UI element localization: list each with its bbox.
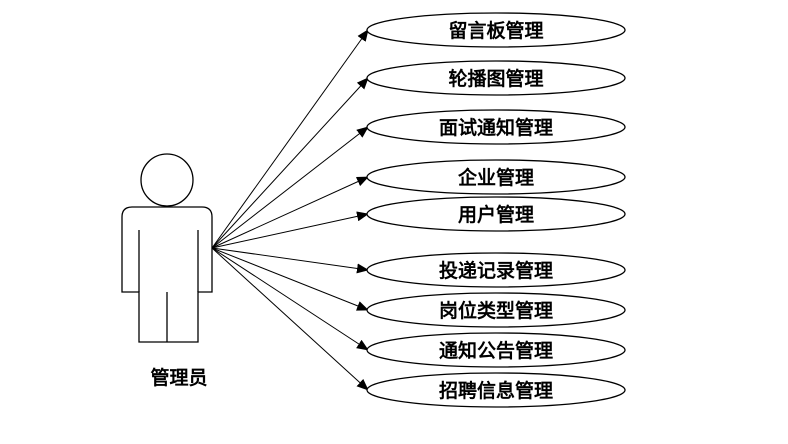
use-case: 面试通知管理: [366, 109, 626, 145]
association-arrow: [211, 126, 369, 249]
actor-head: [140, 153, 194, 207]
use-case-label: 用户管理: [458, 203, 534, 226]
use-case-label: 岗位类型管理: [439, 299, 553, 322]
association-arrow: [211, 247, 369, 274]
use-case: 用户管理: [366, 196, 626, 232]
use-case: 投递记录管理: [366, 252, 626, 288]
use-case-label: 招聘信息管理: [439, 379, 553, 402]
actor-body: [121, 206, 213, 343]
association-arrow: [211, 29, 369, 249]
use-case: 留言板管理: [366, 12, 626, 48]
use-case-label: 留言板管理: [448, 19, 543, 42]
use-case: 招聘信息管理: [366, 372, 626, 408]
use-case-label: 通知公告管理: [439, 339, 553, 362]
actor-label: 管理员: [150, 366, 207, 389]
use-case-label: 投递记录管理: [439, 259, 553, 282]
use-case-label: 轮播图管理: [448, 67, 543, 90]
use-case: 岗位类型管理: [366, 292, 626, 328]
associations: [211, 29, 369, 391]
actor-figure: [121, 153, 213, 343]
use-case-label: 面试通知管理: [439, 116, 553, 139]
association-arrow: [211, 247, 369, 391]
association-arrow: [211, 247, 369, 351]
use-case-label: 企业管理: [457, 166, 534, 189]
use-case: 企业管理: [366, 159, 626, 195]
association-arrow: [211, 211, 369, 249]
use-case: 轮播图管理: [366, 60, 626, 96]
association-arrow: [211, 247, 369, 311]
association-arrow: [211, 77, 369, 249]
use-case: 通知公告管理: [366, 332, 626, 368]
association-arrow: [211, 176, 369, 249]
